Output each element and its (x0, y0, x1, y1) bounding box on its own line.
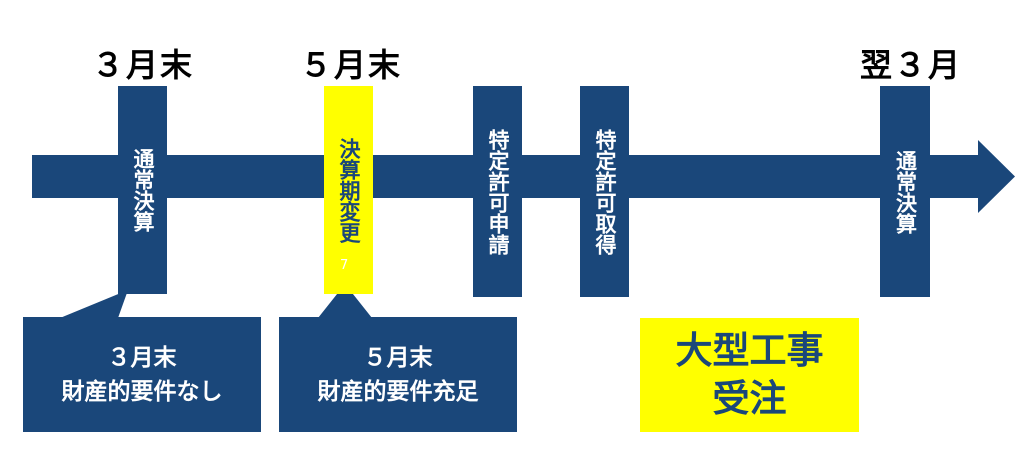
event-permit-acquired: 特定許可取得 (580, 86, 629, 297)
event-label: 通常決算 (893, 149, 918, 234)
fiscal-change-note: 7 (340, 258, 349, 273)
date-march-end: ３月末 (92, 46, 195, 84)
callout-line2: 財産的要件充足 (317, 378, 479, 405)
event-label: 決算期変更 (337, 137, 361, 243)
event-regular-settlement-1: 通常決算 (118, 86, 167, 294)
event-permit-application: 特定許可申請 (473, 86, 522, 297)
callout-may: ５月末 財産的要件充足 (279, 317, 517, 432)
event-label: 特定許可申請 (486, 128, 510, 255)
highlight-line1: 大型工事 (675, 329, 824, 372)
callout-pointer-may (318, 284, 372, 318)
callout-march: ３月末 財産的要件なし (23, 317, 261, 432)
callout-line1: ３月末 (107, 344, 177, 371)
callout-line2: 財産的要件なし (61, 378, 223, 405)
event-label: 特定許可取得 (593, 128, 617, 255)
callout-line1: ５月末 (363, 344, 433, 371)
highlight-line2: 受注 (712, 377, 787, 420)
callout-pointer-march (60, 290, 128, 318)
event-fiscal-change: 決算期変更 (324, 86, 373, 294)
highlight-large-order: 大型工事 受注 (640, 318, 859, 432)
event-regular-settlement-2: 通常決算 (880, 86, 930, 297)
event-label: 通常決算 (131, 148, 155, 232)
date-may-end: ５月末 (300, 46, 403, 84)
date-next-march: 翌３月 (860, 46, 963, 84)
